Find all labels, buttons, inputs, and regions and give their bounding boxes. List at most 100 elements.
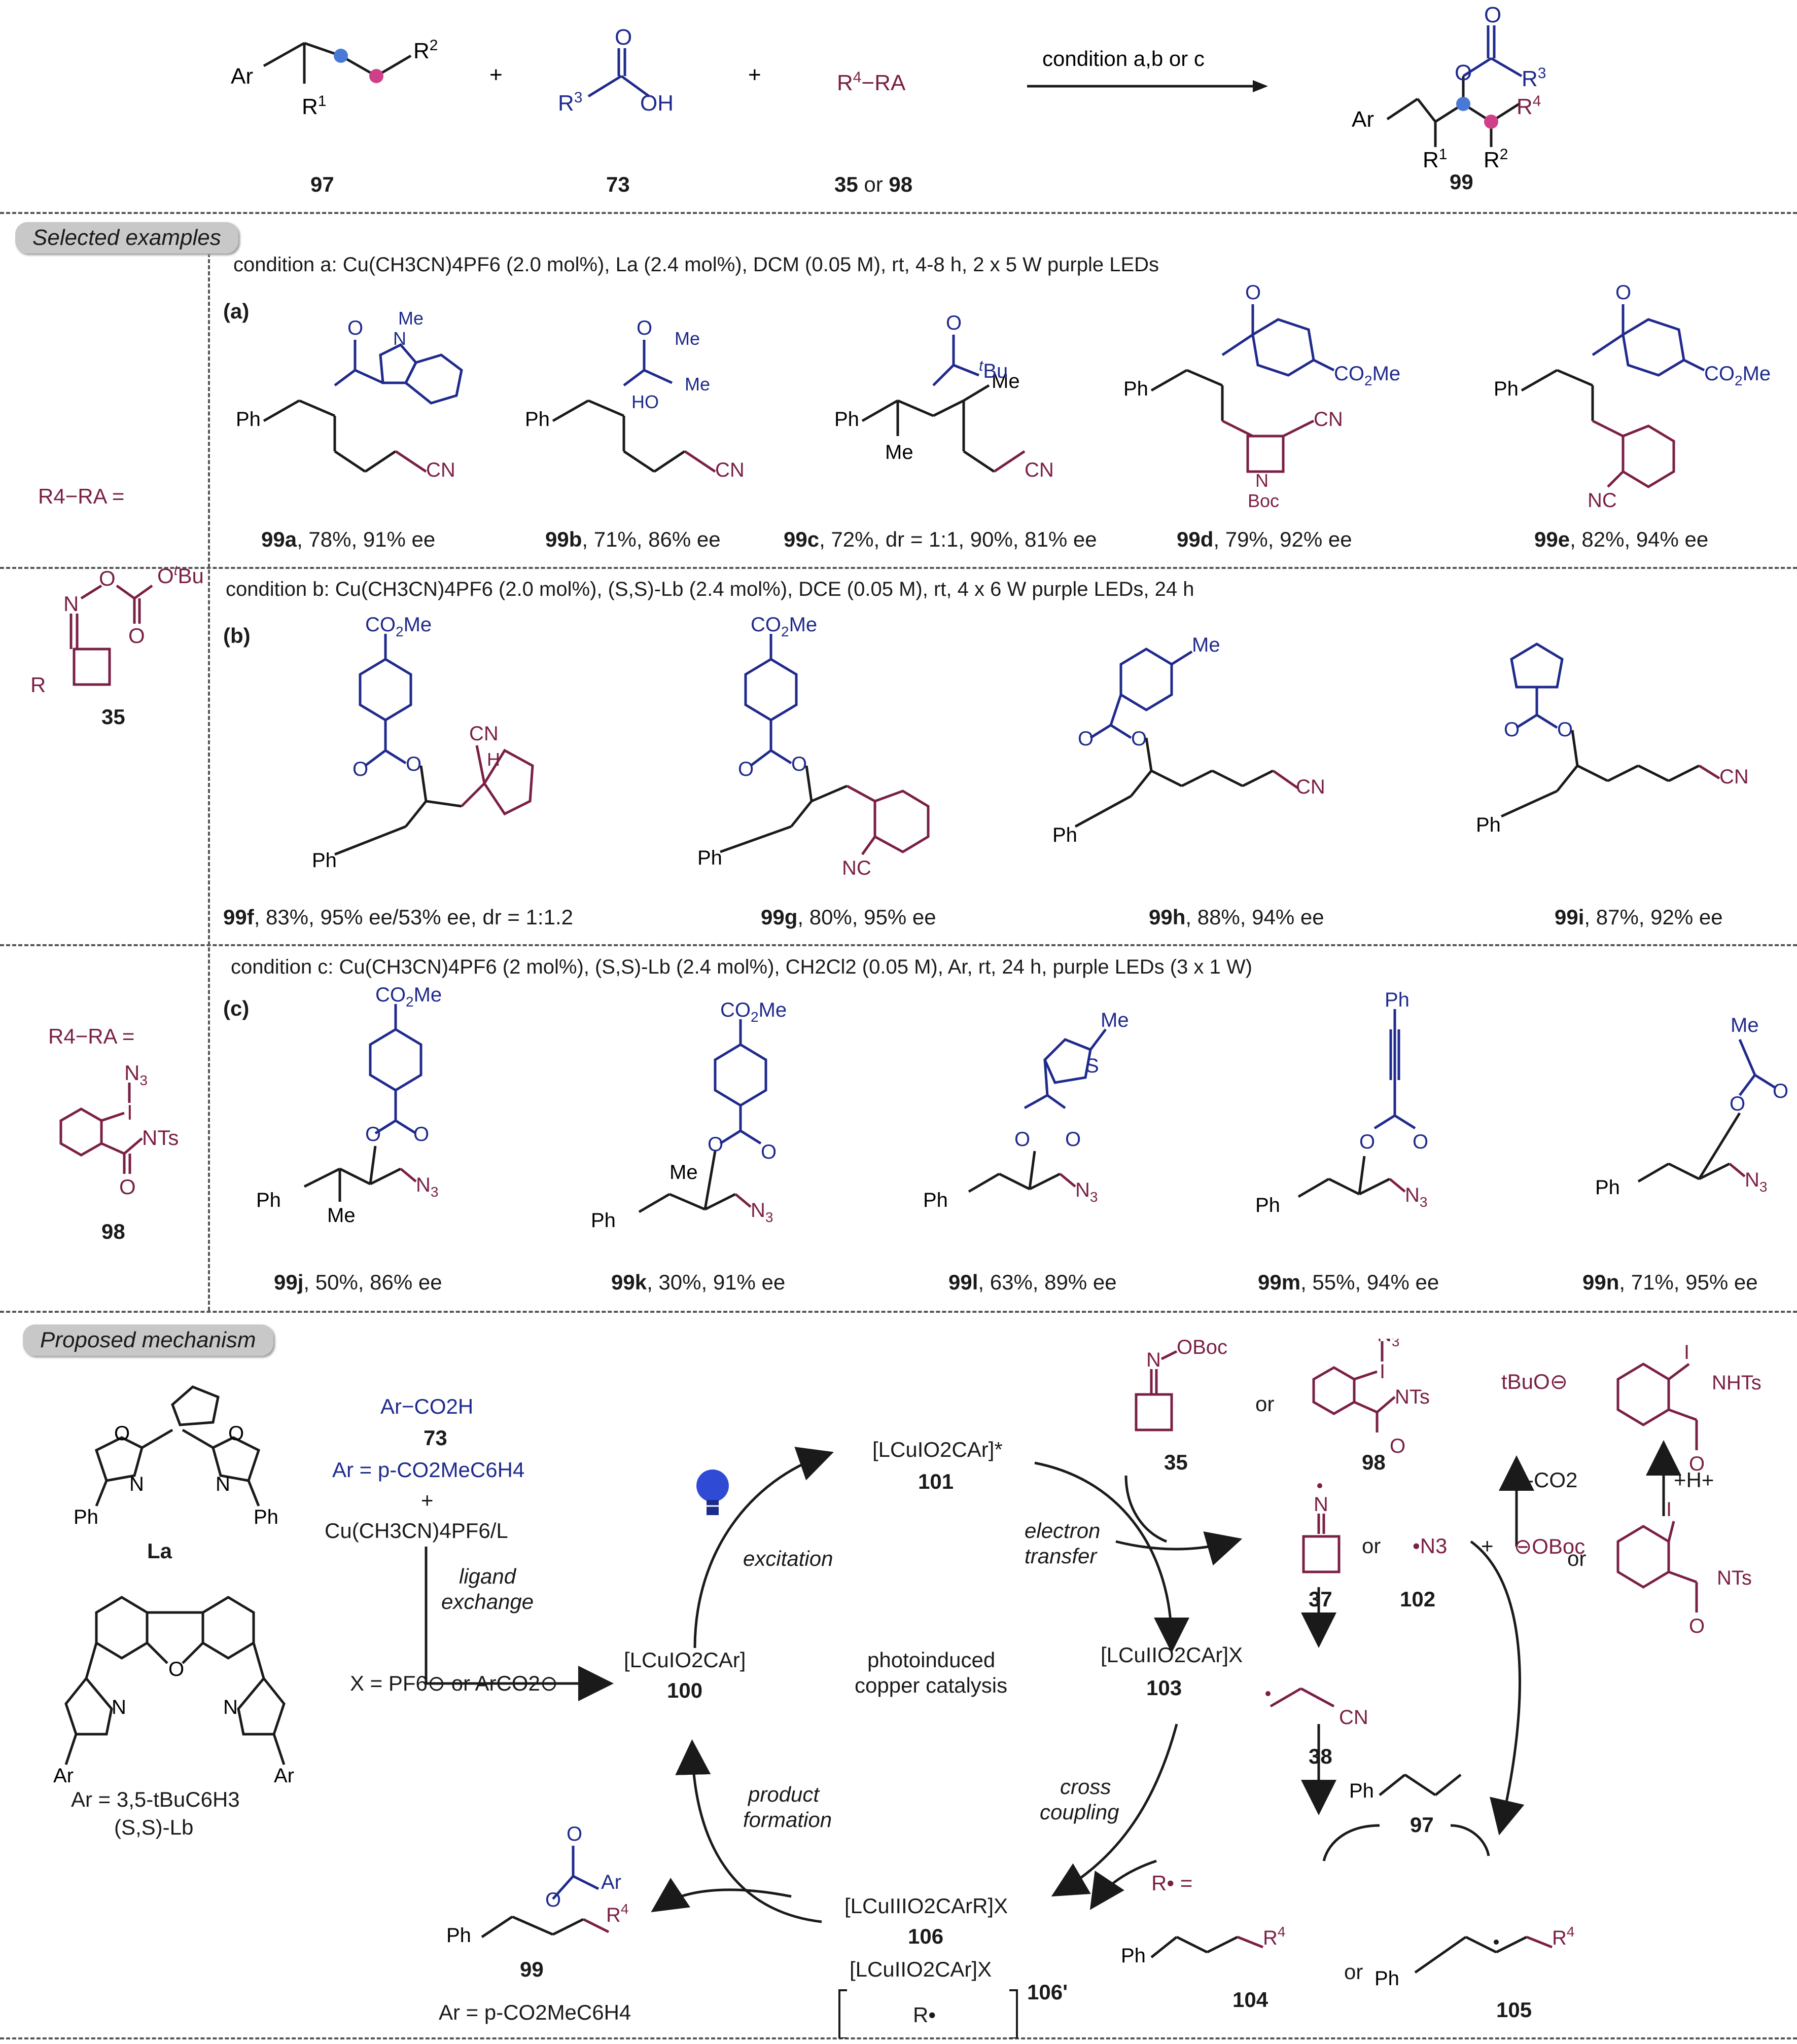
condition-c-text: condition c: Cu(CH3CN)4PF6 (2 mol%), (S,… xyxy=(231,956,1252,978)
svg-text:N3: N3 xyxy=(1405,1184,1427,1210)
svg-text:O: O xyxy=(1615,284,1631,304)
svg-text:O: O xyxy=(1390,1435,1405,1457)
svg-text:Ar: Ar xyxy=(53,1765,74,1787)
caption-99h: 99h, 88%, 94% ee xyxy=(1149,905,1324,929)
svg-text:R: R xyxy=(30,673,46,697)
svg-text:I: I xyxy=(1666,1498,1672,1521)
svg-text:N: N xyxy=(1255,470,1269,491)
svg-text:N3: N3 xyxy=(1075,1179,1098,1205)
caption-99a: 99a, 78%, 91% ee xyxy=(261,527,436,551)
svg-text:Ph: Ph xyxy=(1476,814,1501,836)
caption-99k: 99k, 30%, 91% ee xyxy=(611,1270,786,1294)
svg-text:R4: R4 xyxy=(1263,1924,1285,1949)
svg-text:NTs: NTs xyxy=(1717,1567,1752,1589)
mech-tbuo: tBuO⊖ xyxy=(1501,1370,1568,1393)
svg-text:R4: R4 xyxy=(1552,1924,1574,1949)
separator-vertical xyxy=(208,241,210,1311)
mech-et-1: electron xyxy=(1025,1519,1101,1543)
svg-text:O: O xyxy=(114,1422,130,1445)
svg-text:Ph: Ph xyxy=(1255,1194,1280,1216)
separator-c-mech xyxy=(0,1311,1797,1313)
svg-text:N: N xyxy=(223,1696,238,1718)
svg-text:Me: Me xyxy=(675,328,700,349)
svg-text:Ph: Ph xyxy=(254,1506,278,1528)
svg-text:I: I xyxy=(1380,1360,1385,1383)
svg-text:O: O xyxy=(119,1175,136,1199)
svg-text:N: N xyxy=(216,1473,230,1495)
svg-text:Me: Me xyxy=(327,1204,356,1227)
svg-text:O: O xyxy=(1413,1131,1428,1153)
mech-n3: •N3 xyxy=(1413,1534,1448,1558)
svg-text:Me: Me xyxy=(1192,634,1220,656)
svg-text:Ph: Ph xyxy=(1121,1945,1146,1967)
svg-text:OtBu: OtBu xyxy=(157,562,203,588)
reagent-35-id: 35 xyxy=(101,705,125,729)
svg-text:O: O xyxy=(946,312,962,334)
caption-99m: 99m, 55%, 94% ee xyxy=(1258,1270,1439,1294)
svg-text:Ar: Ar xyxy=(231,64,253,89)
section-selected-examples: Selected examples xyxy=(15,222,238,254)
mech-acid: Ar−CO2H xyxy=(380,1394,474,1418)
mech-product-1: product xyxy=(748,1782,820,1806)
svg-text:N: N xyxy=(63,592,79,616)
condition-c-tag: (c) xyxy=(223,996,250,1020)
svg-text:NTs: NTs xyxy=(142,1126,179,1150)
svg-text:CN: CN xyxy=(1719,766,1749,788)
svg-text:Ph: Ph xyxy=(1349,1780,1374,1802)
mech-c101-id: 101 xyxy=(918,1469,954,1493)
svg-text:Ph: Ph xyxy=(1385,989,1410,1011)
svg-text:+: + xyxy=(489,62,503,87)
svg-text:O: O xyxy=(1773,1080,1788,1102)
svg-text:R3: R3 xyxy=(558,89,582,116)
svg-text:N: N xyxy=(1146,1349,1161,1371)
mech-et-2: transfer xyxy=(1025,1544,1097,1568)
mech-cu-source: Cu(CH3CN)4PF6/L xyxy=(325,1519,508,1543)
svg-text:O: O xyxy=(1359,1131,1375,1153)
svg-text:Ph: Ph xyxy=(591,1209,616,1232)
svg-text:Ph: Ph xyxy=(256,1189,281,1211)
svg-text:Me: Me xyxy=(885,441,913,463)
svg-text:S: S xyxy=(1085,1055,1099,1077)
svg-text:O: O xyxy=(413,1123,429,1145)
mech-excitation: excitation xyxy=(743,1547,833,1570)
condition-b-structures: CO2Me O O Ph CN H CO2Me O O Ph NC xyxy=(312,614,1749,879)
svg-text:O: O xyxy=(1014,1128,1030,1151)
svg-text:O: O xyxy=(1689,1615,1705,1637)
svg-text:OH: OH xyxy=(640,91,674,116)
svg-text:CN: CN xyxy=(426,459,455,481)
ligand-lb-ar-def: Ar = 3,5-tBuC6H3 xyxy=(71,1787,240,1811)
mech-c106p-r: R• xyxy=(913,2003,936,2027)
caption-99b: 99b, 71%, 86% ee xyxy=(545,527,721,551)
mech-acid-id: 73 xyxy=(424,1426,447,1450)
mech-id102: 102 xyxy=(1400,1587,1436,1611)
separator-a-b xyxy=(0,567,1797,569)
svg-text:Boc: Boc xyxy=(1248,490,1279,511)
svg-text:R4−RA: R4−RA xyxy=(837,69,906,95)
caption-99j: 99j, 50%, 86% ee xyxy=(274,1270,442,1294)
svg-text:CO2Me: CO2Me xyxy=(365,614,432,639)
svg-text:R2: R2 xyxy=(1484,146,1508,172)
svg-text:O: O xyxy=(1065,1128,1081,1151)
mech-ar-def: Ar = p-CO2MeC6H4 xyxy=(332,1458,525,1482)
svg-text:N: N xyxy=(393,328,406,349)
mech-id35: 35 xyxy=(1164,1450,1188,1474)
svg-text:R1: R1 xyxy=(1423,146,1447,172)
svg-text:NTs: NTs xyxy=(1395,1386,1430,1408)
svg-text:O: O xyxy=(347,317,363,339)
mech-ligand-exchange-2: exchange xyxy=(441,1590,534,1613)
reagent-35-structure: N O OtBu O R xyxy=(30,562,203,697)
svg-text:Ph: Ph xyxy=(1494,378,1519,400)
compound-97-label: 97 xyxy=(310,172,334,196)
svg-text:O: O xyxy=(1484,3,1501,27)
mech-id104: 104 xyxy=(1232,1988,1269,2012)
svg-text:O: O xyxy=(1078,728,1094,750)
svg-text:CO2Me: CO2Me xyxy=(751,614,817,639)
svg-text:tBu: tBu xyxy=(979,357,1008,382)
svg-text:O: O xyxy=(168,1658,184,1680)
svg-text:N: N xyxy=(112,1696,126,1718)
svg-text:CN: CN xyxy=(1339,1706,1368,1729)
svg-text:H: H xyxy=(487,749,500,770)
svg-text:NHTs: NHTs xyxy=(1712,1372,1761,1394)
ligand-structures: O O N N Ph Ph O N N Ar Ar xyxy=(53,1385,294,1787)
mech-oboc: ⊖OBoc xyxy=(1514,1534,1585,1558)
